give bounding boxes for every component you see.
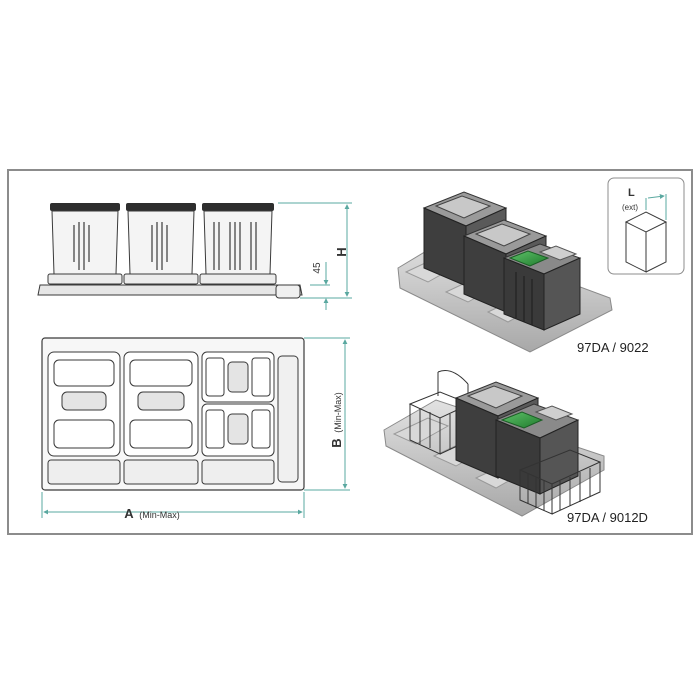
inset-cabinet-detail: L (ext) [607,177,685,275]
plan-bin-1 [47,351,121,485]
svg-text:A (Min-Max): A (Min-Max) [124,506,180,521]
wire-basket-right [518,449,602,515]
plan-side-tray [277,355,299,483]
front-elevation-view: H 45 [37,202,352,310]
plan-view: A (Min-Max) B (Min-Max) [41,337,350,521]
depth-dimension-note: (Min-Max) [333,392,343,433]
plan-bin-3 [201,351,275,485]
width-dimension-note: (Min-Max) [139,510,180,520]
iso-bin-c [502,243,582,331]
width-dimension-label: A [124,506,134,521]
iso-bin-e [494,403,580,495]
height-dimension-label: H [334,247,349,256]
model-code-9022: 97DA / 9022 [577,340,649,355]
front-bin-2 [123,203,199,285]
inset-dimension-label: L [628,187,635,199]
front-bin-1 [47,203,123,285]
height-45-value: 45 [312,262,323,274]
product-render-9012d: 97DA / 9012D [383,370,648,525]
svg-text:B (Min-Max): B (Min-Max) [329,392,344,448]
front-bin-3 [199,203,277,285]
model-code-9012d: 97DA / 9012D [567,510,648,525]
product-render-9022: 97DA / 9022 [397,191,649,355]
inset-dimension-note: (ext) [622,203,638,212]
plan-bin-2 [123,351,199,485]
depth-dimension-label: B [329,438,344,447]
